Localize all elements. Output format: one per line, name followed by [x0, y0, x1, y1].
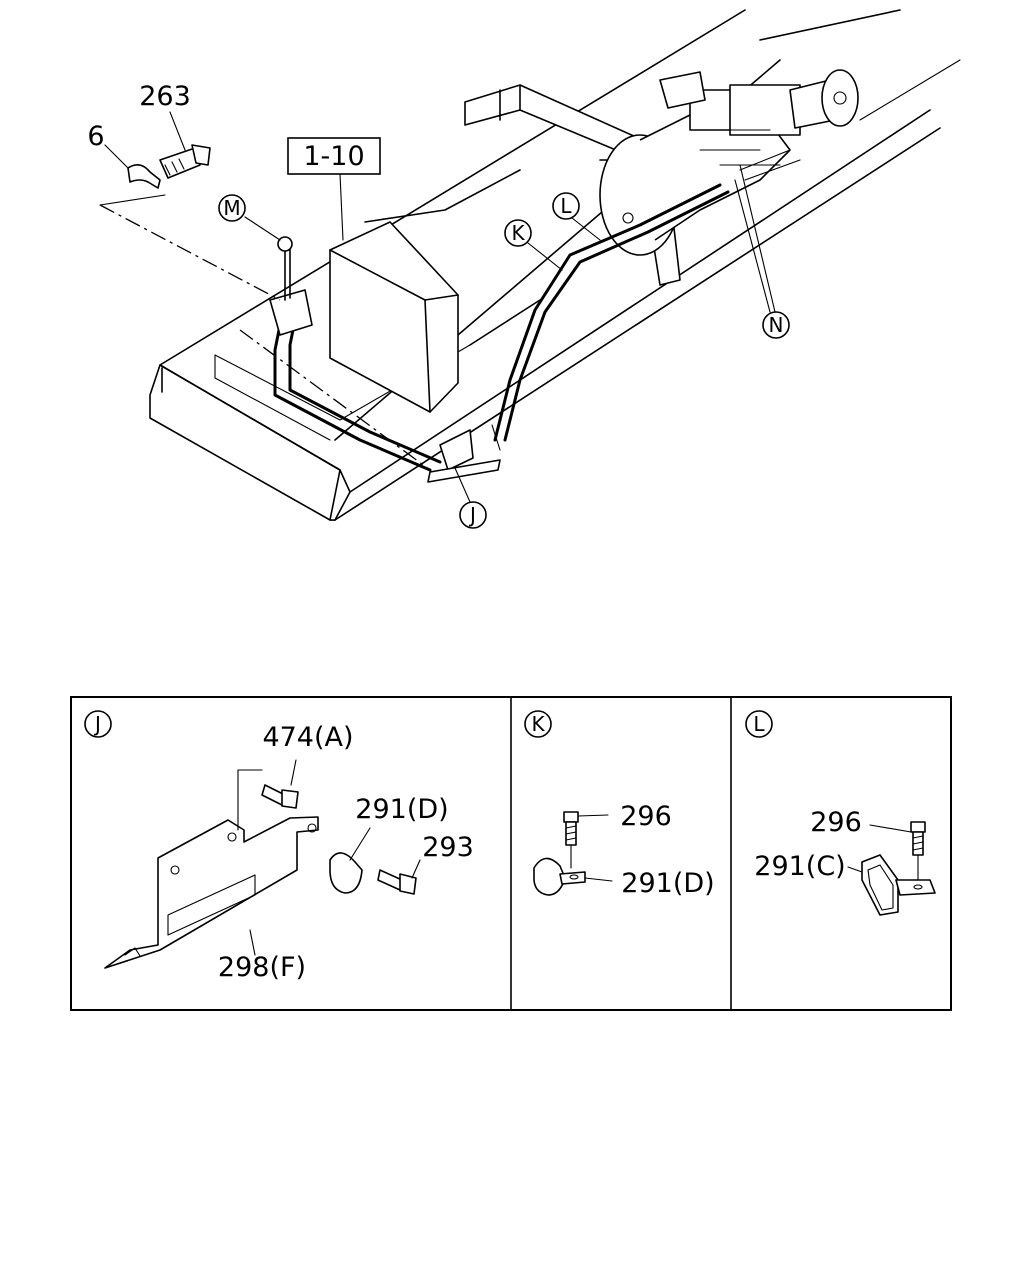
callout-j-letter: J — [468, 503, 476, 527]
callout-l-letter: L — [560, 194, 572, 218]
panel-j: J 474(A) 291(D) 293 298(F — [84, 710, 474, 983]
shift-cable — [269, 183, 730, 483]
ref-box-1-10: 1-10 — [287, 137, 381, 241]
label-6: 6 — [87, 121, 104, 152]
callout-m: M — [218, 194, 281, 241]
ref-box-label: 1-10 — [303, 141, 364, 172]
callout-n-letter: N — [769, 313, 784, 337]
label-296-k: 296 — [620, 801, 672, 832]
fuel-tank — [329, 169, 541, 413]
bolt-296-k — [563, 811, 609, 869]
callout-l: L — [552, 192, 601, 241]
label-298f: 298(F) — [218, 952, 306, 983]
bolt-296-l — [869, 821, 926, 881]
bolt-474a — [237, 759, 299, 831]
callout-m-letter: M — [223, 196, 240, 220]
leader-lines — [99, 194, 431, 471]
label-291d-k: 291(D) — [621, 868, 714, 899]
detail-panels — [70, 696, 952, 1011]
panel-j-letter: J — [93, 712, 101, 736]
bracket-298f — [104, 816, 319, 969]
panel-k: K 296 291(D) — [524, 710, 715, 899]
label-291d-j: 291(D) — [355, 794, 448, 825]
panel-k-letter: K — [531, 712, 545, 736]
clip-291d-k — [533, 857, 613, 896]
label-293: 293 — [422, 832, 474, 863]
label-263: 263 — [139, 81, 191, 112]
callout-k-letter: K — [511, 221, 525, 245]
panel-l-letter: L — [753, 712, 765, 736]
clip-291c — [847, 854, 936, 916]
bolt-293 — [377, 859, 421, 895]
panel-l: L 296 291(C) — [745, 710, 936, 916]
callout-n: N — [734, 164, 790, 339]
part-6-clip — [104, 144, 161, 189]
label-474a: 474(A) — [262, 722, 353, 753]
callout-k: K — [504, 219, 563, 271]
transmission — [599, 69, 859, 256]
callout-j: J — [454, 467, 487, 529]
label-291c: 291(C) — [754, 851, 845, 882]
label-296-l: 296 — [810, 807, 862, 838]
clip-291d-j — [329, 827, 371, 894]
part-263-bolt — [159, 111, 211, 179]
